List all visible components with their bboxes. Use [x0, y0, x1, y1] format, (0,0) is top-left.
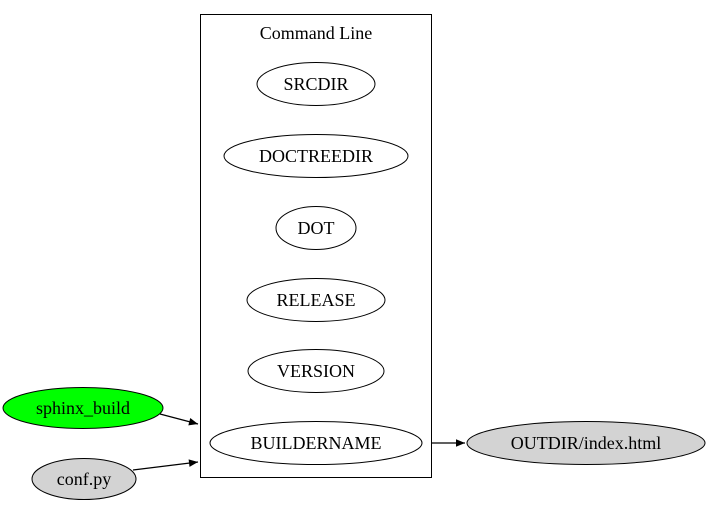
node-sphinx-build: sphinx_build: [2, 387, 164, 429]
node-version-label: VERSION: [277, 361, 355, 381]
node-release-label: RELEASE: [277, 290, 356, 310]
node-version: VERSION: [247, 349, 385, 393]
node-srcdir-shape: [256, 62, 376, 106]
node-outdir-index: OUTDIR/index.html: [466, 421, 706, 465]
node-dot-label: DOT: [298, 218, 335, 238]
node-outdir-index-label: OUTDIR/index.html: [511, 433, 662, 453]
node-buildername: BUILDERNAME: [209, 421, 423, 465]
node-buildername-label: BUILDERNAME: [251, 433, 382, 453]
cluster-command-line: Command Line: [200, 14, 432, 478]
node-doctreedir-label: DOCTREEDIR: [259, 146, 373, 166]
node-sphinx-build-label: sphinx_build: [36, 398, 130, 418]
edge-sphinx-build-to-buildername: [159, 413, 199, 426]
edge-conf-py-to-buildername: [132, 459, 199, 471]
node-doctreedir-shape: [223, 134, 409, 178]
node-buildername-shape: [209, 421, 423, 465]
node-dot: DOT: [275, 206, 357, 250]
node-srcdir: SRCDIR: [256, 62, 376, 106]
node-srcdir-label: SRCDIR: [283, 74, 348, 94]
cluster-border: [200, 14, 432, 478]
node-dot-shape: [275, 206, 357, 250]
node-release: RELEASE: [246, 278, 386, 322]
node-conf-py-shape: [31, 458, 137, 500]
node-outdir-index-shape: [466, 421, 706, 465]
node-conf-py-label: conf.py: [57, 469, 111, 489]
node-release-shape: [246, 278, 386, 322]
node-conf-py: conf.py: [31, 458, 137, 500]
node-sphinx-build-shape: [2, 387, 164, 429]
cluster-label: Command Line: [260, 23, 372, 43]
node-doctreedir: DOCTREEDIR: [223, 134, 409, 178]
node-version-shape: [247, 349, 385, 393]
